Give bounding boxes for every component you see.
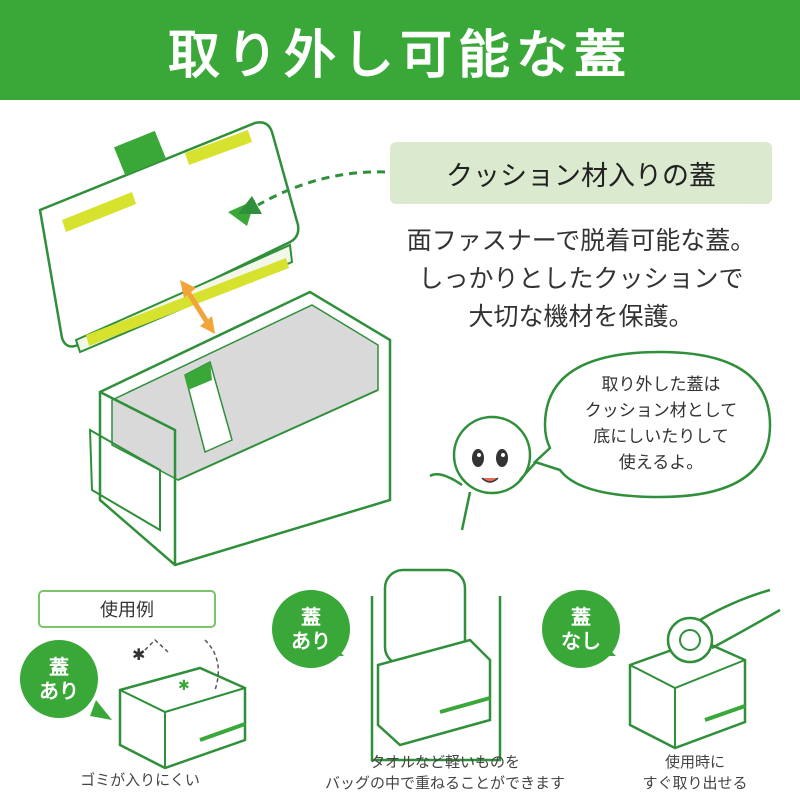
svg-text:✱: ✱ xyxy=(178,678,190,694)
lid-status-badge: 蓋 あり xyxy=(20,640,98,718)
caption-line: すぐ取り出せる xyxy=(642,774,748,792)
example-caption: タオルなど軽いものを バッグの中で重ねることができます xyxy=(300,752,590,794)
description-line: 大切な機材を保護。 xyxy=(468,302,694,331)
description-line: 面ファスナーで脱着可能な蓋。 xyxy=(406,226,756,255)
title-banner: 取り外し可能な蓋 xyxy=(0,0,800,100)
example-2-illustration xyxy=(370,568,502,762)
bubble-line: 取り外した蓋は xyxy=(601,375,721,395)
bubble-line: クッション材として xyxy=(584,401,738,421)
badge-line: 蓋 xyxy=(301,605,321,629)
example-1-illustration: ✱ ✱ xyxy=(118,638,247,770)
example-3-illustration xyxy=(628,588,781,750)
example-caption: 使用時に すぐ取り出せる xyxy=(610,752,780,794)
speech-bubble xyxy=(532,350,772,499)
caption-line: ゴミが入りにくい xyxy=(80,771,200,789)
description-line: しっかりとしたクッションで xyxy=(418,264,744,293)
svg-text:✱: ✱ xyxy=(132,645,145,664)
bag-illustration xyxy=(88,290,392,567)
lid-illustration xyxy=(38,121,300,354)
lid-status-badge: 蓋 なし xyxy=(542,590,620,668)
badge-line: 蓋 xyxy=(571,605,591,629)
badge-line: なし xyxy=(561,629,601,653)
mascot-character-icon xyxy=(429,415,541,531)
page-title: 取り外し可能な蓋 xyxy=(167,25,632,86)
feature-label: クッション材入りの蓋 xyxy=(390,142,772,204)
attach-arrow-icon xyxy=(180,280,215,334)
caption-line: 使用時に xyxy=(664,753,725,771)
example-caption: ゴミが入りにくい xyxy=(20,770,260,791)
usage-example-label: 使用例 xyxy=(38,590,216,628)
bubble-line: 底にしいたりして xyxy=(593,427,729,447)
speech-bubble-text: 取り外した蓋は クッション材として 底にしいたりして 使えるよ。 xyxy=(556,372,766,476)
badge-line: 蓋 xyxy=(49,655,69,679)
badge-line: あり xyxy=(291,629,331,653)
caption-line: タオルなど軽いものを xyxy=(369,753,520,771)
caption-line: バッグの中で重ねることができます xyxy=(324,774,565,792)
feature-description: 面ファスナーで脱着可能な蓋。 しっかりとしたクッションで 大切な機材を保護。 xyxy=(390,222,772,336)
badge-line: あり xyxy=(39,679,79,703)
bubble-line: 使えるよ。 xyxy=(618,453,704,473)
lid-status-badge: 蓋 あり xyxy=(272,590,350,668)
